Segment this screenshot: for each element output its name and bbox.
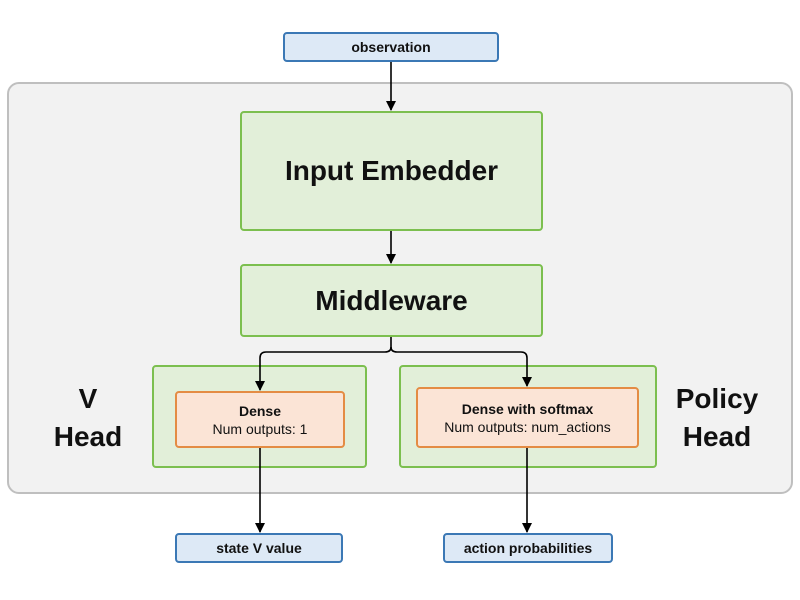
policy-head-label-line2: Head xyxy=(682,421,752,452)
state-v-value-label: state V value xyxy=(216,540,302,556)
input-embedder-label: Input Embedder xyxy=(284,155,499,186)
policy-head-label: Policy Head xyxy=(662,380,772,456)
action-probabilities-output-box: action probabilities xyxy=(443,533,613,563)
v-head-layer-title: Dense xyxy=(238,402,282,419)
action-probabilities-label: action probabilities xyxy=(463,540,593,556)
middleware-block: Middleware xyxy=(240,264,543,337)
v-head-dense-layer: Dense Num outputs: 1 xyxy=(175,391,345,448)
v-head-label-line1: V xyxy=(78,383,98,414)
policy-head-label-line1: Policy xyxy=(675,383,759,414)
input-embedder-block: Input Embedder xyxy=(240,111,543,231)
v-head-layer-detail: Num outputs: 1 xyxy=(212,420,308,437)
v-head-label: V Head xyxy=(36,380,140,456)
observation-label: observation xyxy=(351,39,431,55)
policy-head-dense-layer: Dense with softmax Num outputs: num_acti… xyxy=(416,387,639,448)
observation-input-box: observation xyxy=(283,32,499,62)
policy-head-layer-title: Dense with softmax xyxy=(461,400,594,417)
state-v-value-output-box: state V value xyxy=(175,533,343,563)
policy-head-layer-detail: Num outputs: num_actions xyxy=(444,418,611,435)
middleware-label: Middleware xyxy=(315,284,468,316)
v-head-label-line2: Head xyxy=(53,421,123,452)
